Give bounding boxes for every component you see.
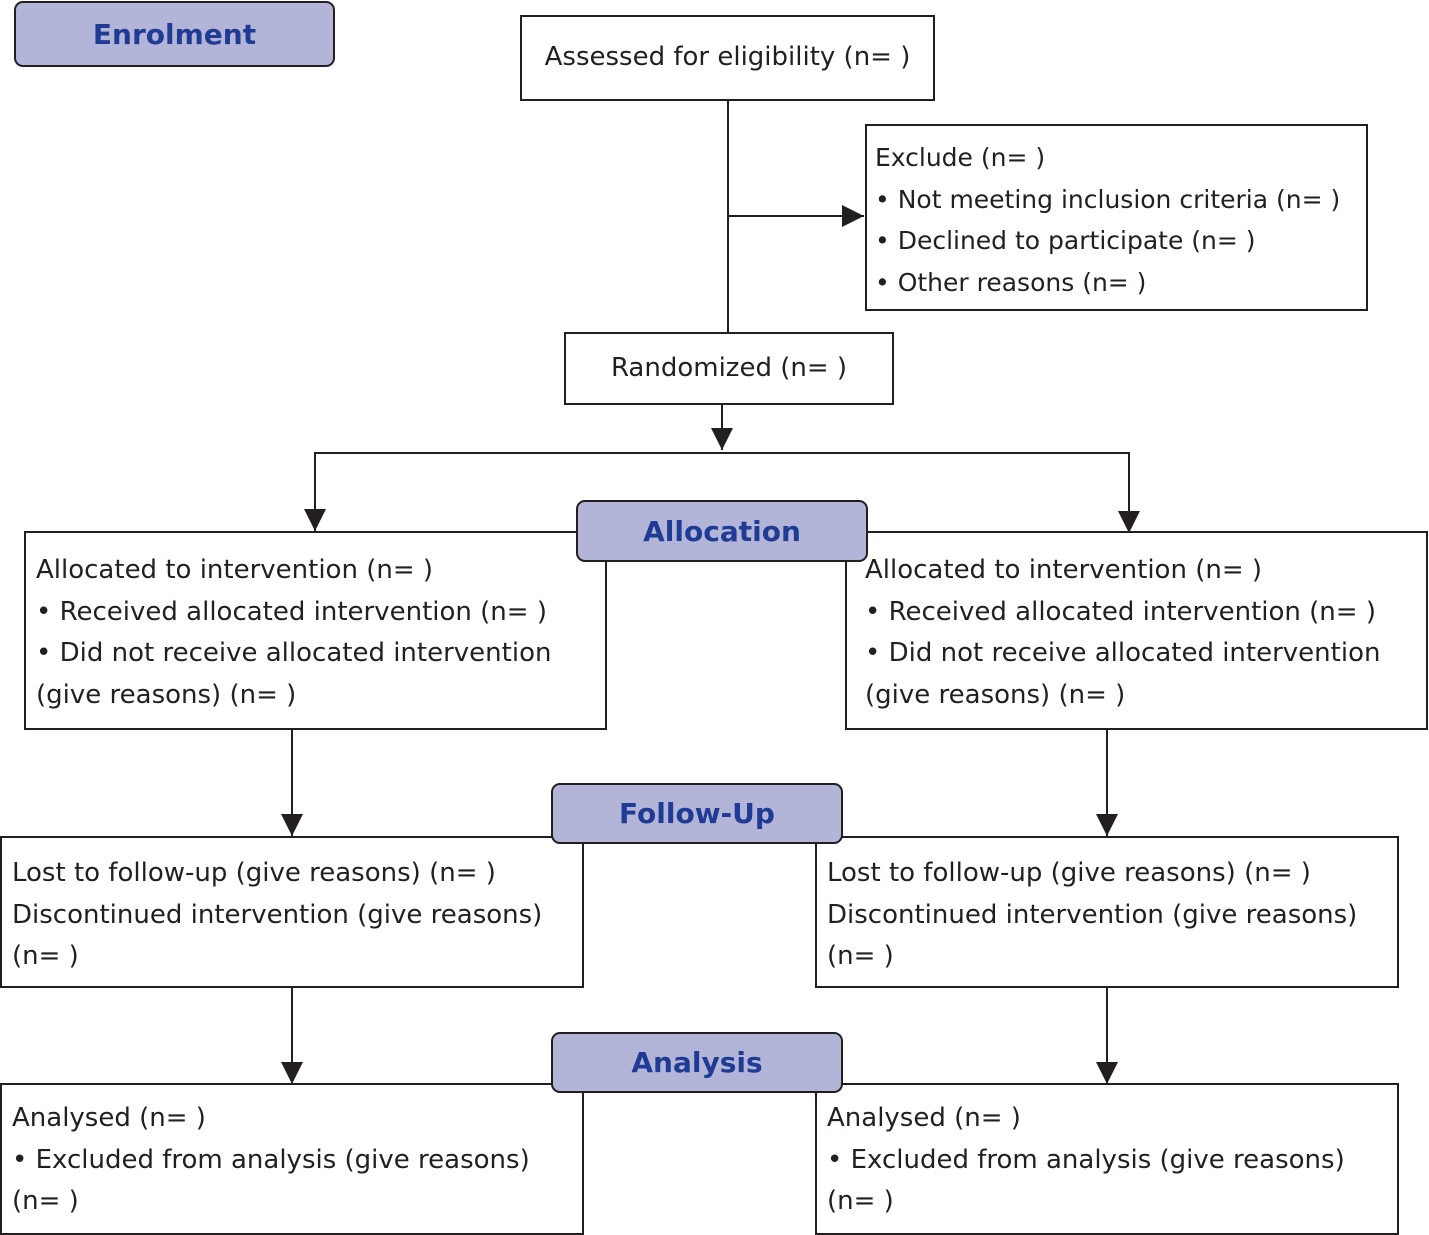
stage-label-analysis: Analysis — [551, 1032, 843, 1093]
left-followup-line: (n= ) — [12, 941, 79, 971]
stage-label-allocation: Allocation — [576, 500, 868, 562]
right-allocation-line: Allocated to intervention (n= ) — [865, 555, 1263, 585]
assessed-box: Assessed for eligibility (n= ) — [520, 15, 935, 101]
left-followup-line: Lost to follow-up (give reasons) (n= ) — [12, 858, 496, 888]
right-followup-line: (n= ) — [827, 941, 894, 971]
exclude-item: • Declined to participate (n= ) — [875, 226, 1256, 255]
right-allocation-box: Allocated to intervention (n= ) • Receiv… — [845, 531, 1428, 730]
right-allocation-line: • Did not receive allocated intervention — [865, 638, 1381, 668]
right-analysis-box: Analysed (n= ) • Excluded from analysis … — [815, 1083, 1399, 1235]
left-analysis-box: Analysed (n= ) • Excluded from analysis … — [0, 1083, 584, 1235]
right-analysis-line: (n= ) — [827, 1186, 894, 1216]
randomized-text: Randomized (n= ) — [610, 352, 848, 383]
assessed-text: Assessed for eligibility (n= ) — [544, 42, 911, 73]
left-allocation-box: Allocated to intervention (n= ) • Receiv… — [24, 531, 607, 730]
left-followup-box: Lost to follow-up (give reasons) (n= ) D… — [0, 836, 584, 988]
stage-label-follow-up: Follow-Up — [551, 783, 843, 844]
right-analysis-line: Analysed (n= ) — [827, 1103, 1021, 1133]
stage-label-enrolment: Enrolment — [14, 1, 335, 67]
left-allocation-line: • Received allocated intervention (n= ) — [36, 596, 547, 627]
right-followup-line: Discontinued intervention (give reasons) — [827, 899, 1358, 930]
exclude-box: Exclude (n= ) • Not meeting inclusion cr… — [865, 124, 1368, 311]
right-allocation-line: • Received allocated intervention (n= ) — [865, 596, 1376, 627]
randomized-box: Randomized (n= ) — [564, 332, 894, 405]
exclude-title: Exclude (n= ) — [875, 143, 1046, 172]
right-analysis-line: • Excluded from analysis (give reasons) — [827, 1144, 1345, 1175]
left-followup-line: Discontinued intervention (give reasons) — [12, 899, 543, 930]
right-followup-box: Lost to follow-up (give reasons) (n= ) D… — [815, 836, 1399, 988]
left-analysis-line: • Excluded from analysis (give reasons) — [12, 1144, 530, 1175]
exclude-item: • Other reasons (n= ) — [875, 267, 1147, 297]
split-line — [314, 452, 1130, 531]
left-analysis-line: (n= ) — [12, 1186, 79, 1216]
left-analysis-line: Analysed (n= ) — [12, 1103, 206, 1133]
exclude-item: • Not meeting inclusion criteria (n= ) — [875, 184, 1341, 214]
left-allocation-line: (give reasons) (n= ) — [36, 679, 297, 710]
left-allocation-line: • Did not receive allocated intervention — [36, 638, 552, 668]
left-allocation-line: Allocated to intervention (n= ) — [36, 555, 434, 585]
right-followup-line: Lost to follow-up (give reasons) (n= ) — [827, 858, 1311, 888]
right-allocation-line: (give reasons) (n= ) — [865, 679, 1126, 710]
